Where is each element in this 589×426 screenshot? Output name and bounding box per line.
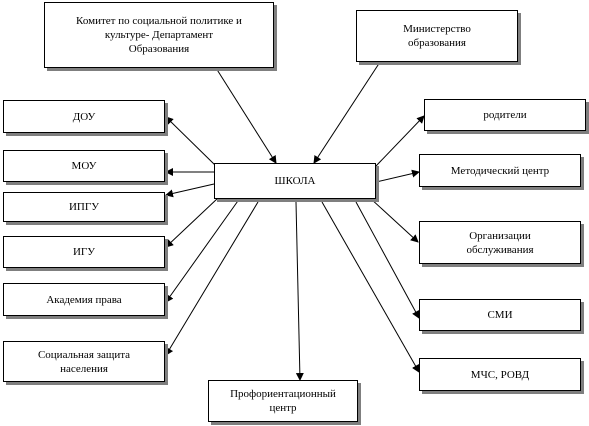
node-igu: ИГУ [3, 236, 165, 268]
arrow-school-to-parents [375, 115, 425, 167]
node-committee: Комитет по социальной политике и культур… [44, 2, 274, 68]
node-ipgu: ИПГУ [3, 192, 165, 222]
arrow-school-to-service-orgs [369, 197, 419, 243]
node-emergency: МЧС, РОВД [419, 358, 581, 391]
arrow-ministry-to-school [313, 61, 381, 164]
arrow-school-to-social-protection [165, 201, 259, 356]
node-service-orgs: Организации обслуживания [419, 221, 581, 264]
arrow-school-to-method-center [375, 169, 420, 183]
node-parents: родители [424, 99, 586, 131]
arrow-school-to-media [355, 201, 420, 319]
arrow-committee-to-school [215, 67, 277, 164]
node-ministry: Министерство образования [356, 10, 518, 62]
node-method-center: Методический центр [419, 154, 581, 187]
arrow-school-to-igu [165, 197, 219, 248]
node-media: СМИ [419, 299, 581, 331]
node-social-protection: Социальная защита населения [3, 341, 165, 382]
arrow-school-to-law-academy [165, 197, 241, 303]
node-school: ШКОЛА [214, 163, 376, 199]
arrow-school-to-emergency [321, 201, 420, 373]
node-mou: МОУ [3, 150, 165, 182]
node-law-academy: Академия права [3, 283, 165, 316]
arrow-school-to-ipgu [165, 183, 215, 198]
node-career-center: Профориентационный центр [208, 380, 358, 422]
arrow-school-to-career-center [295, 201, 304, 381]
arrow-school-to-dou [165, 116, 217, 167]
node-dou: ДОУ [3, 100, 165, 133]
